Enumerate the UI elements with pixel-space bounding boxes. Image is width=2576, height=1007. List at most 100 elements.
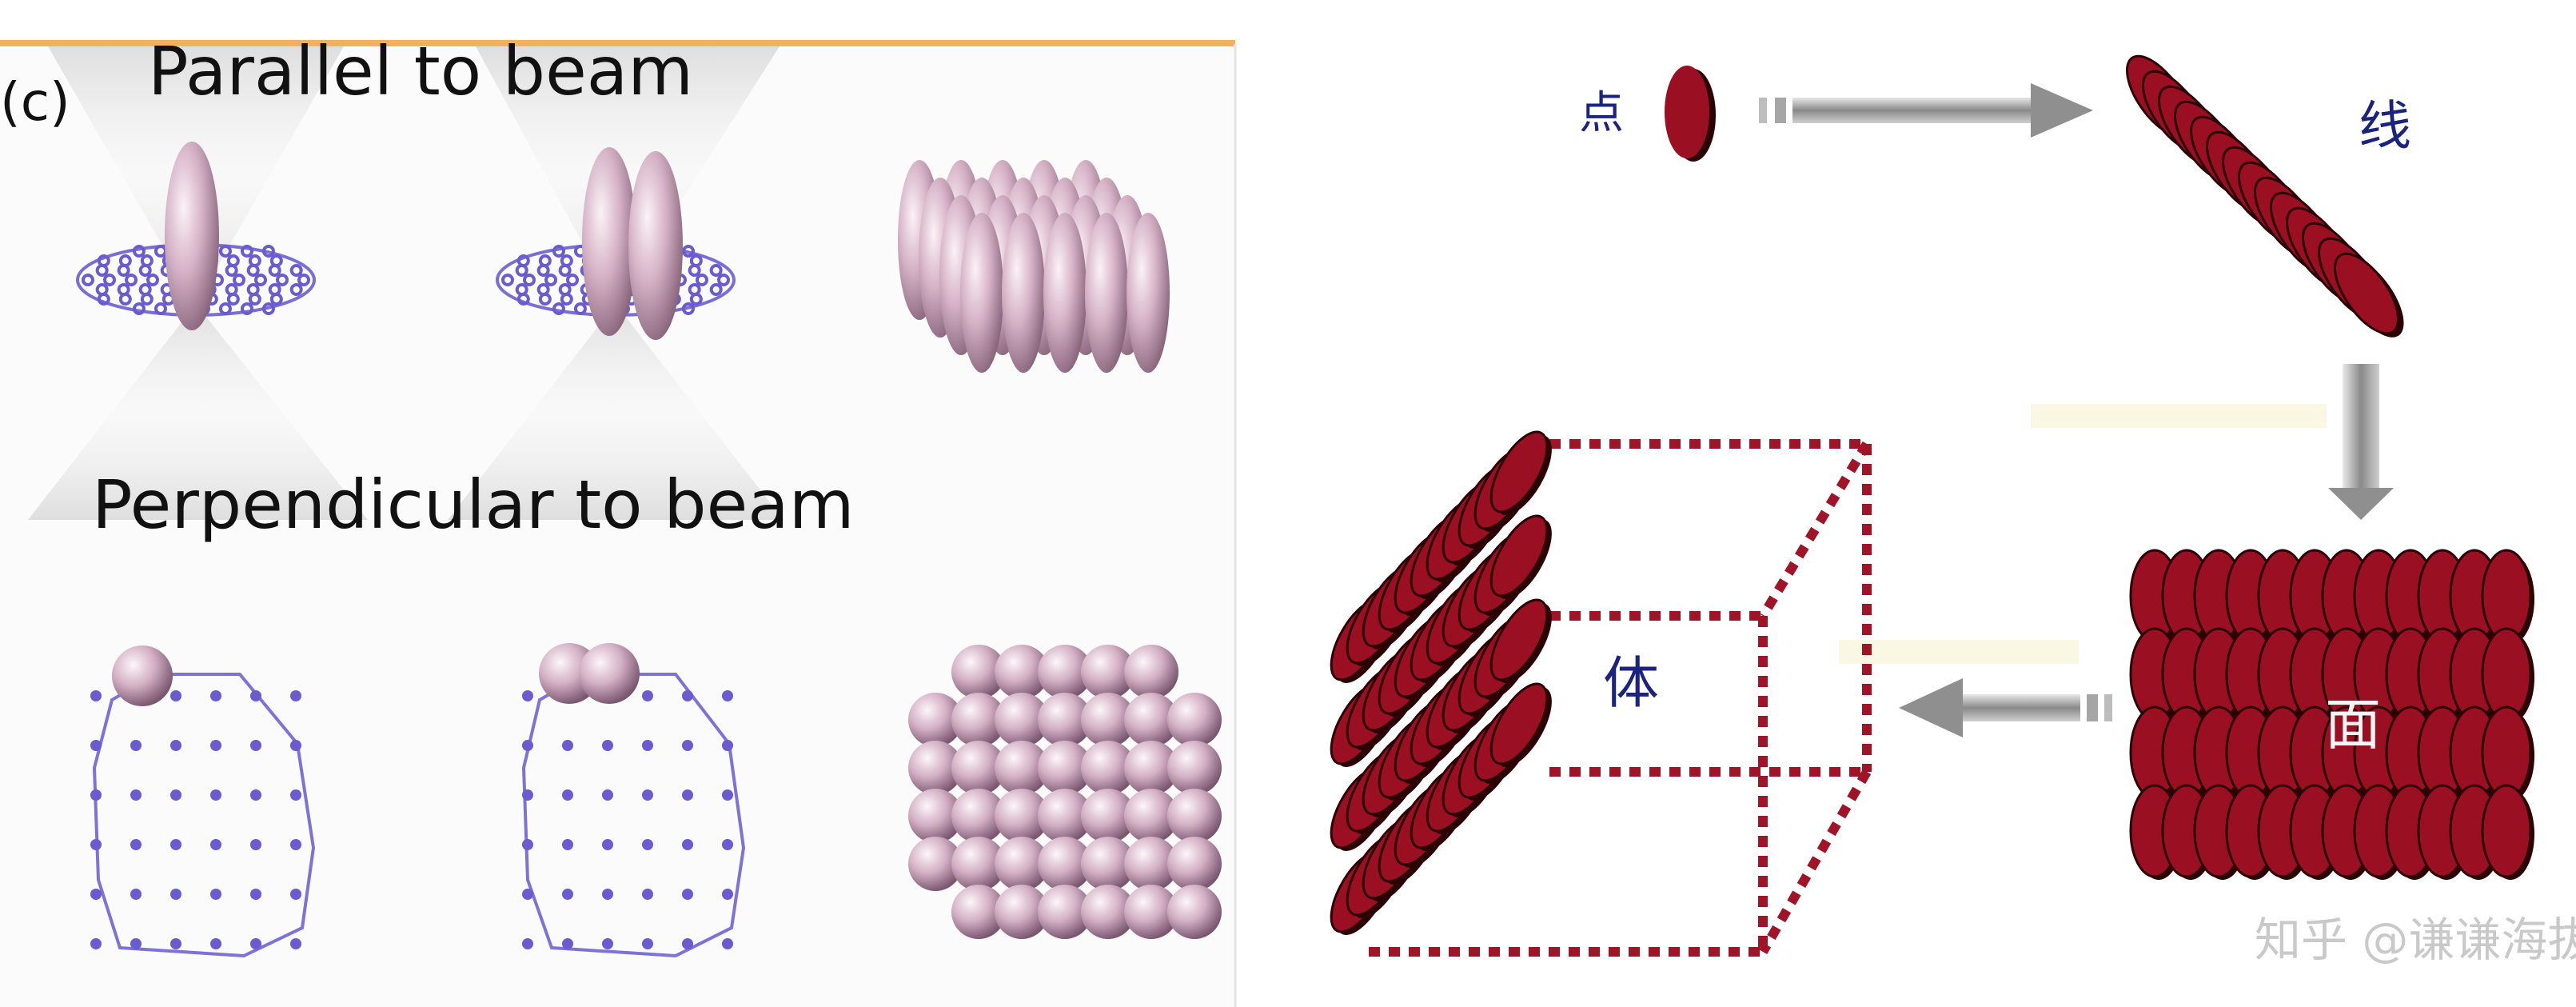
surface-of-discs [2129,549,2534,880]
lattice-atom [552,245,565,258]
sphere-atom [1124,837,1178,891]
sphere-atom [1124,885,1178,939]
lattice-atom [522,889,533,900]
sphere-atom [1081,693,1135,747]
lattice-atom [130,938,142,949]
sphere-atom [1081,741,1135,795]
lattice-atom [642,690,653,701]
lattice-atom [290,740,301,751]
lattice-atom [90,938,102,949]
lattice-atom [642,740,653,751]
sphere-atom [951,645,1006,699]
lattice-atom [250,938,261,949]
lattice-atom [560,293,573,306]
sphere-atom [1038,789,1092,843]
sphere-atom [1038,645,1092,699]
sphere-atom [908,741,963,795]
sphere-atom [1124,645,1178,699]
sphere-atom [1038,837,1092,891]
lattice-atom [696,274,708,286]
lattice-atom [544,274,557,286]
lattice-atom [250,839,261,850]
lattice-atom [268,264,281,277]
sphere-atom [1167,693,1222,747]
lattice-atom [722,889,733,900]
surface-disc [2481,784,2532,878]
lattice-atom [103,274,116,286]
volume-disc-stack [1330,430,1552,935]
arrow-surface-to-volume [1899,678,2112,737]
lattice-atom [562,789,573,801]
sphere-atom [1167,789,1222,843]
top-rule [0,40,1235,46]
lattice-atom [523,274,536,286]
lattice-atom [246,264,260,277]
lattice-atom [250,789,261,801]
panel-label: (c) [0,71,70,133]
volume-dotted-box [1369,439,1872,957]
sphere-atom [951,741,1006,795]
lattice-atom [210,789,221,801]
lattice-atom [130,789,142,801]
lattice-atom [132,302,146,315]
lattice-atom [682,690,693,701]
lattice-atom [290,839,301,850]
sphere-atom [1167,885,1222,939]
lattice-atom [558,264,572,277]
sphere-atom [1081,645,1135,699]
lattice-atom [642,789,653,801]
lattice-atom [566,274,579,286]
lattice-atom [602,789,613,801]
lattice-atom [501,274,514,286]
lattice-atom [688,264,701,277]
volume-label: 体 [1603,650,1659,716]
arrow-line-to-surface [2328,364,2394,520]
lattice-atom [289,264,303,277]
sphere-atom-1 [112,645,173,706]
lattice-atom [132,245,146,258]
lattice-atom [210,690,221,701]
sphere-atom [951,885,1006,939]
point-disc [1665,66,1716,162]
lattice-atom [562,889,573,900]
ellipsoid-crystal [960,213,1003,373]
lattice-atom [130,740,142,751]
volume-disc [1489,682,1549,765]
lattice-atom [226,293,240,306]
lattice-atom [269,293,283,306]
surface-label: 面 [2325,692,2381,757]
sphere-atom [908,693,963,747]
sphere-atom [1038,741,1092,795]
lattice-atom [722,690,733,701]
lattice-atom [248,293,261,306]
lattice-outline-1 [90,645,316,958]
lattice-atom [642,839,653,850]
lattice-atom [516,293,530,306]
lattice-atom [90,789,102,801]
ellipsoid-crystal-pair-a [582,147,636,336]
line-of-discs [2125,54,2404,338]
ellipsoid-crystal-pair-b [628,151,683,340]
lattice-atom [689,293,703,306]
lattice-atom [146,274,159,286]
sphere-atom [1081,837,1135,891]
lattice-atom [681,245,695,258]
volume-disc [1489,514,1549,597]
lattice-atom [218,245,232,258]
lattice-atom [538,293,552,306]
lattice-atom [717,274,730,286]
sphere-atom [1124,693,1178,747]
sphere-atom [995,645,1049,699]
lattice-atom [522,740,533,751]
sphere-atom [995,741,1049,795]
lattice-atom [170,690,181,701]
lattice-atom [218,302,232,315]
volume-disc [1489,430,1549,513]
sphere-atom [995,885,1049,939]
lattice-atom [250,889,261,900]
ellipsoid-crystal [1085,213,1128,373]
lattice-atom [210,740,221,751]
lattice-atom [289,283,303,296]
lattice-atom [170,789,181,801]
lattice-atom [90,690,102,701]
